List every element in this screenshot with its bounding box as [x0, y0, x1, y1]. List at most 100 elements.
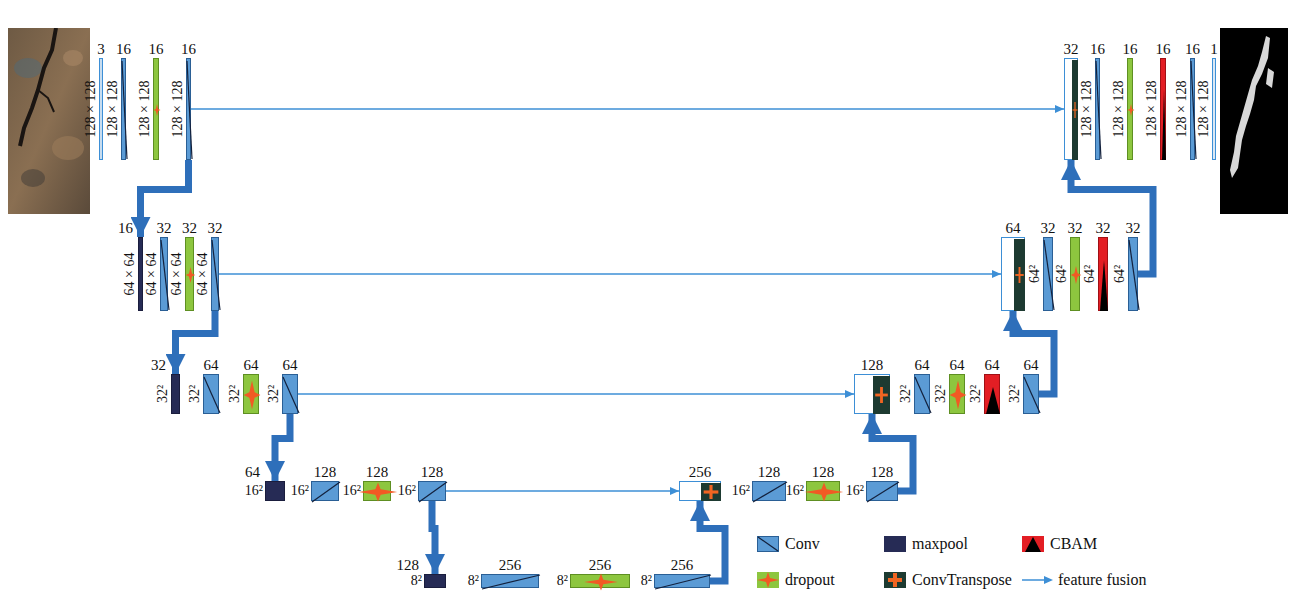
dropout-block: 12816² — [363, 481, 391, 501]
channel-count: 128 — [397, 557, 420, 573]
feature-size: 128 × 128 — [138, 81, 152, 138]
flow-arrow — [700, 501, 725, 581]
conv-stroke — [1024, 377, 1040, 413]
legend-text: CBAM — [1050, 535, 1097, 553]
feature-size: 16² — [786, 484, 804, 498]
feature-size: 64 × 64 — [123, 253, 137, 296]
block-pattern — [950, 375, 966, 415]
dropout-star — [1071, 266, 1082, 284]
legend-cbam — [1022, 536, 1044, 552]
dropout-block: 2568² — [570, 574, 630, 588]
block-pattern — [212, 238, 220, 312]
block-pattern — [1161, 59, 1167, 161]
dropout-star — [950, 381, 967, 410]
legend-sample — [1022, 536, 1044, 552]
channel-count: 128 — [861, 357, 884, 373]
dropout-block: 3264² — [1070, 237, 1080, 311]
block-pattern — [680, 482, 722, 502]
conv-block: 6432² — [282, 374, 298, 414]
convtranspose-part — [873, 376, 890, 414]
block-pattern — [1044, 238, 1054, 312]
feature-size: 64 × 64 — [145, 253, 159, 296]
flow-arrow — [141, 160, 189, 237]
feature-size: 64² — [1028, 265, 1042, 283]
block-pattern — [419, 482, 447, 502]
channel-count: 64 — [985, 357, 1000, 373]
feature-size: 32² — [188, 385, 202, 403]
feature-size: 32² — [934, 385, 948, 403]
dropout-star — [1128, 104, 1135, 116]
channel-count: 128 — [421, 464, 444, 480]
channel-count: 16 — [1156, 41, 1171, 57]
cbam-triangle — [1162, 90, 1166, 160]
legend-text: dropout — [785, 571, 835, 589]
channel-count: 128 — [314, 464, 337, 480]
conv-block: 6432² — [1023, 374, 1039, 414]
channel-count: 32 — [1126, 220, 1141, 236]
feature-size: 64 × 64 — [170, 253, 184, 296]
channel-count: 256 — [671, 557, 694, 573]
block-pattern — [655, 575, 711, 589]
conv-stroke — [655, 575, 711, 589]
legend-dropout — [757, 572, 779, 588]
conv-stroke — [915, 377, 931, 413]
channel-count: 32 — [1096, 220, 1111, 236]
block-pattern — [1213, 59, 1217, 161]
legend-text: Conv — [785, 535, 820, 553]
legend-convtranspose — [893, 573, 897, 587]
block-pattern — [100, 59, 104, 161]
conv-stroke — [419, 482, 447, 502]
feature-size: 16² — [343, 484, 361, 498]
dropout-block: 6432² — [243, 374, 259, 414]
legend-sample — [884, 572, 906, 588]
conv-block: 12816² — [866, 481, 898, 501]
legend-conv — [758, 537, 779, 552]
conv-block: 3264² — [1043, 237, 1053, 311]
dropout-block: 16128 × 128 — [1127, 58, 1133, 160]
block-pattern — [425, 575, 447, 589]
conv-stroke — [1096, 61, 1101, 159]
feature-size: 8² — [557, 574, 568, 588]
legend-sample — [1022, 572, 1054, 588]
feature-size: 8² — [411, 574, 422, 588]
channel-count: 32 — [182, 220, 197, 236]
feature-size: 128 × 128 — [1145, 81, 1159, 138]
feature-size: 128 × 128 — [1197, 81, 1211, 138]
conv-block: 6432² — [914, 374, 930, 414]
channel-count: 64 — [244, 357, 259, 373]
conv-block: 12816² — [311, 481, 339, 501]
output-layer: 1128 × 128 — [1212, 58, 1216, 160]
feature-fusion-arrow — [219, 273, 1001, 275]
convtranspose-cross — [880, 387, 883, 403]
conv-stroke — [122, 61, 127, 159]
block-pattern — [1128, 59, 1134, 161]
flow-arrow — [1071, 160, 1153, 274]
block-pattern — [172, 375, 181, 415]
block-pattern — [266, 482, 286, 502]
conv-stroke — [1129, 240, 1139, 310]
channel-count: 64 — [1006, 220, 1021, 236]
dropout-star — [359, 482, 397, 501]
maxpool-block: 1664 × 64 — [138, 237, 143, 311]
channel-count: 32 — [151, 357, 166, 373]
convtranspose-cross — [709, 485, 712, 499]
channel-count: 64 — [950, 357, 965, 373]
input-image — [8, 28, 90, 214]
feature-size: 8² — [468, 574, 479, 588]
conv-stroke — [204, 377, 220, 413]
conv-block: 6432² — [203, 374, 219, 414]
legend-text: feature fusion — [1058, 571, 1146, 589]
feature-size: 32² — [899, 385, 913, 403]
conv-block: 2568² — [481, 574, 539, 588]
block-pattern — [571, 575, 631, 589]
conv-stroke — [312, 482, 340, 502]
feature-size: 32² — [267, 385, 281, 403]
output-mask — [1220, 28, 1288, 214]
concat-block: 64 — [1001, 237, 1025, 311]
block-pattern — [867, 482, 899, 502]
feature-size: 8² — [641, 574, 652, 588]
flow-arrow — [275, 414, 290, 481]
maxpool-block: 1288² — [424, 574, 446, 588]
convtranspose-cross — [1019, 267, 1021, 283]
